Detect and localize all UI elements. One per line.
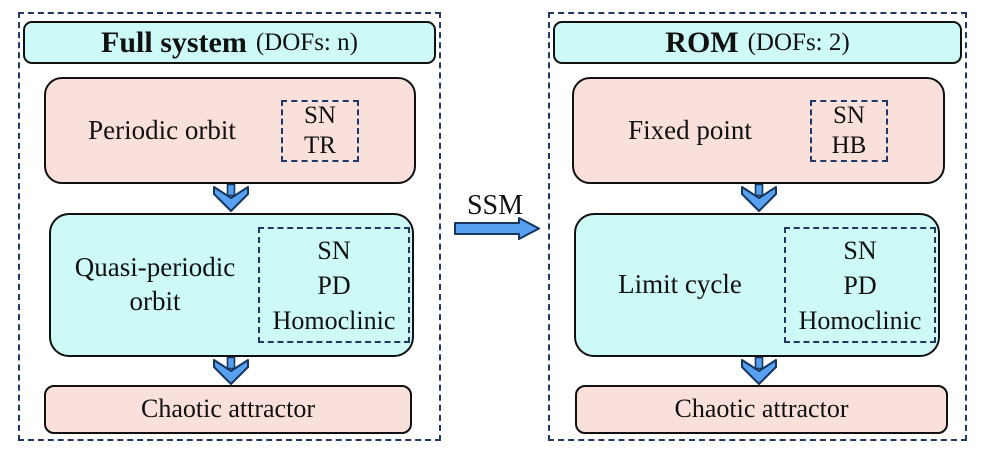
panel-full-system: Full system (DOFs: n) Periodic orbit SN … <box>18 12 441 441</box>
bifurcation-label: HB <box>831 131 867 159</box>
bifurcation-label: SN <box>304 101 336 129</box>
ssm-label: SSM <box>466 190 524 221</box>
full-system-dofs: (DOFs: n) <box>255 28 358 56</box>
node-periodic-orbit: Periodic orbit SN TR <box>44 77 416 184</box>
bifurcation-label: Homoclinic <box>798 305 922 335</box>
bifurcation-label: SN <box>843 235 877 265</box>
bifurcation-box: SN HB <box>810 99 888 162</box>
bifurcation-label: TR <box>304 131 336 159</box>
node-label: Limit cycle <box>618 269 742 300</box>
down-arrow-icon <box>741 184 777 212</box>
bifurcation-label: SN <box>317 235 351 265</box>
node-limit-cycle: Limit cycle SN PD Homoclinic <box>574 213 940 357</box>
bifurcation-label: SN <box>833 101 865 129</box>
bifurcation-label: PD <box>843 270 877 300</box>
bifurcation-box: SN TR <box>281 99 359 162</box>
node-quasi-periodic-orbit: Quasi-periodic orbit SN PD Homoclinic <box>49 213 414 357</box>
bifurcation-box: SN PD Homoclinic <box>784 227 936 343</box>
node-label: Quasi-periodic orbit <box>74 252 236 316</box>
node-label: Fixed point <box>628 114 752 145</box>
bifurcation-box: SN PD Homoclinic <box>258 227 410 343</box>
rom-title: ROM <box>665 25 739 59</box>
node-chaotic-attractor: Chaotic attractor <box>44 385 412 434</box>
full-system-header: Full system (DOFs: n) <box>23 21 436 64</box>
bifurcation-label: Homoclinic <box>272 305 396 335</box>
full-system-title: Full system <box>101 25 247 59</box>
rom-header: ROM (DOFs: 2) <box>553 21 962 64</box>
down-arrow-icon <box>213 357 249 385</box>
node-chaotic-attractor: Chaotic attractor <box>575 385 948 434</box>
node-fixed-point: Fixed point SN HB <box>572 77 945 184</box>
down-arrow-icon <box>213 184 249 212</box>
rom-dofs: (DOFs: 2) <box>747 28 850 56</box>
panel-rom: ROM (DOFs: 2) Fixed point SN HB Limit cy… <box>548 12 967 441</box>
down-arrow-icon <box>741 357 777 385</box>
bifurcation-label: PD <box>317 270 351 300</box>
node-label: Periodic orbit <box>88 114 236 145</box>
node-label: Chaotic attractor <box>674 394 849 424</box>
right-arrow-icon <box>454 217 540 240</box>
node-label: Chaotic attractor <box>141 394 315 424</box>
